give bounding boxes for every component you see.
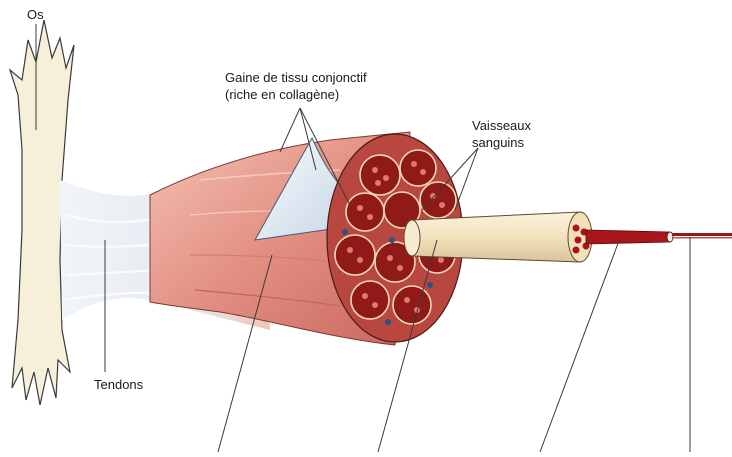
label-sheath-line2: (riche en collagène): [225, 87, 339, 103]
muscle-fiber: [404, 212, 592, 262]
leader-vessel-b: [455, 148, 478, 210]
myofilament: [672, 233, 732, 239]
label-vessels-line2: sanguins: [472, 135, 524, 151]
myofibril: [586, 230, 673, 244]
label-vessels-line1: Vaisseaux: [472, 118, 531, 134]
label-bone: Os: [27, 7, 44, 23]
leader-fiber: [540, 238, 620, 452]
label-tendons: Tendons: [94, 377, 143, 393]
label-sheath-line1: Gaine de tissu conjonctif: [225, 70, 367, 86]
